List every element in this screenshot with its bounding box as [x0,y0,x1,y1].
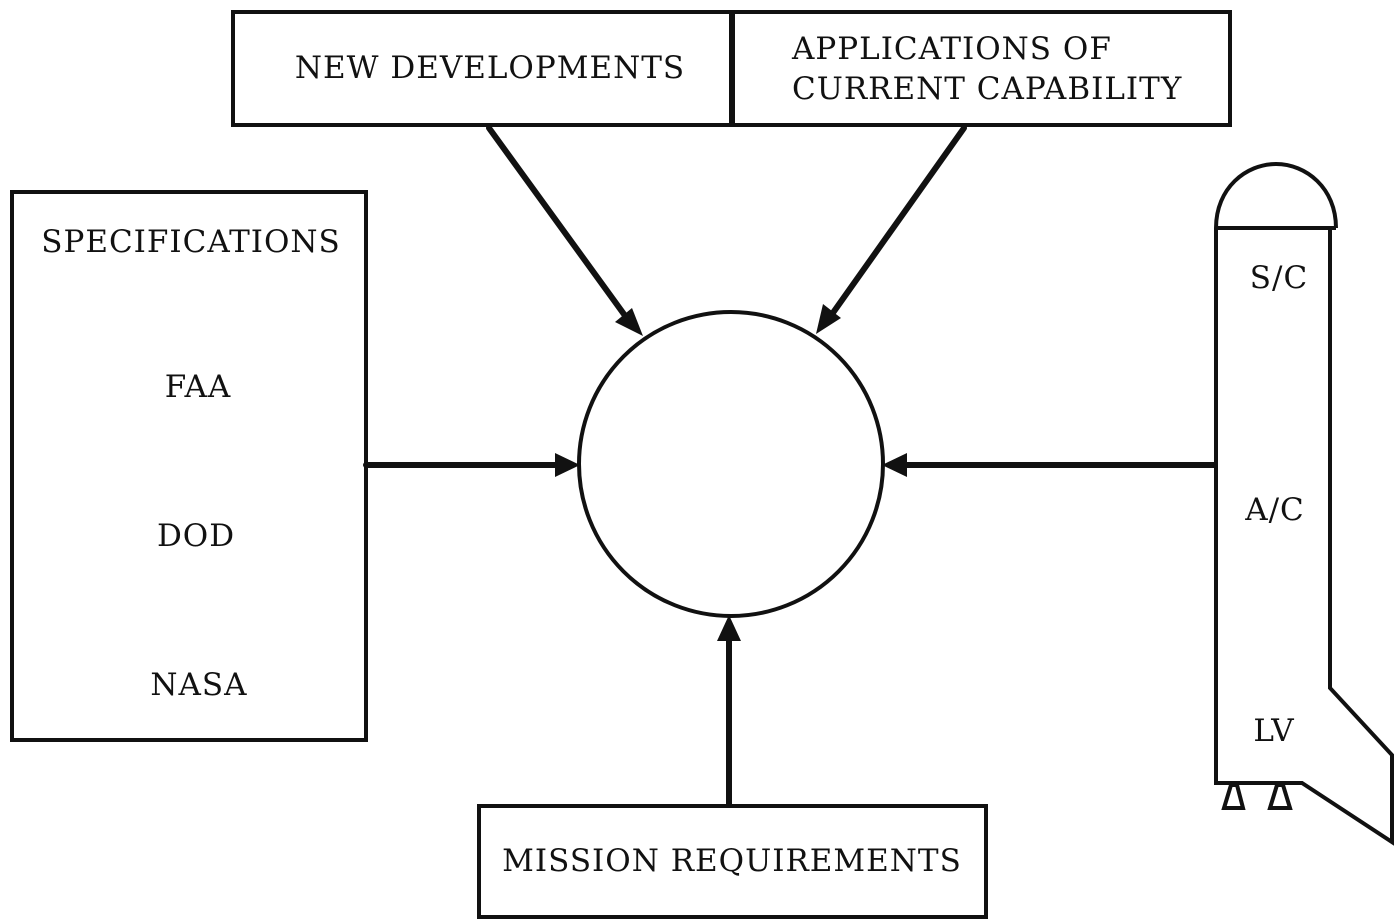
mission-requirements-label: MISSION REQUIREMENTS [502,843,962,879]
specifications-box [10,190,368,742]
vehicle-label-lv: LV [1253,713,1294,749]
arrow-applications-shaft [827,125,967,320]
engine-nozzle-right-icon [1267,783,1293,810]
spec-item-dod: DOD [157,518,235,554]
vehicle-label-ac: A/C [1244,492,1305,528]
vehicle-nose-cone [1214,161,1338,229]
arrow-new-developments-head [615,308,643,336]
arrow-applications-head [816,304,841,334]
new-developments-label: NEW DEVELOPMENTS [295,50,685,86]
arrow-new-developments-shaft [486,125,629,320]
applications-label-line2: CURRENT CAPABILITY [792,71,1182,107]
mission-requirements-box [477,804,988,919]
engine-nozzle-left-icon [1221,783,1246,810]
launch-vehicle-drawing [1214,161,1394,846]
spec-item-nasa: NASA [150,667,247,703]
arrow-specifications-head [555,453,580,477]
arrow-vehicle-head [882,453,907,477]
specifications-title: SPECIFICATIONS [41,224,341,260]
applications-box [731,10,1232,127]
vehicle-label-sc: S/C [1250,260,1308,296]
applications-label-line1: APPLICATIONS OF [791,31,1112,67]
spec-item-faa: FAA [165,369,232,405]
new-developments-box [231,10,733,127]
vehicle-body [1214,228,1394,846]
central-circle [577,310,885,618]
arrow-mission-head [717,615,741,641]
